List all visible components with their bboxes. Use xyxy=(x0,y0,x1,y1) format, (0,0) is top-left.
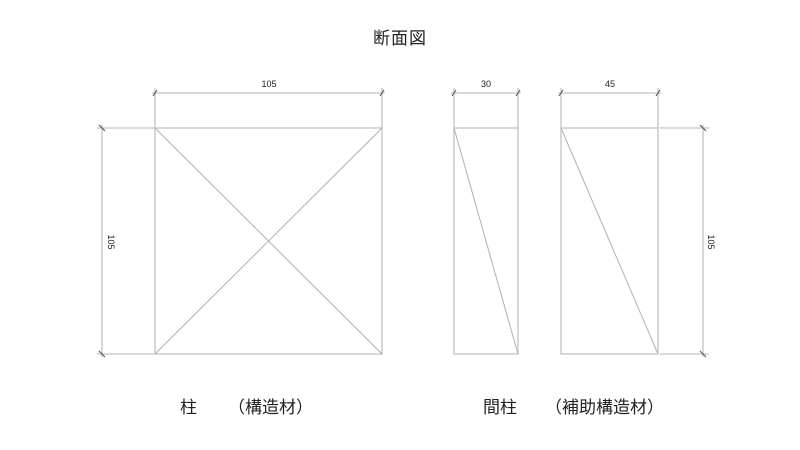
stud-height-dimension xyxy=(660,124,709,358)
main-post-caption-sub: （構造材） xyxy=(228,398,313,418)
main-post-outline xyxy=(154,127,383,355)
drawing-title: 断面図 xyxy=(373,29,427,49)
stud-30-diagonal xyxy=(453,127,519,355)
stud-30-width-dimension xyxy=(451,88,521,128)
main-post-section xyxy=(154,127,383,355)
main-post-width-dimension xyxy=(152,88,385,128)
stud-45-diagonal xyxy=(560,127,659,355)
stud-caption-sub: （補助構造材） xyxy=(545,398,664,418)
stud-height-label: 105 xyxy=(706,234,716,250)
stud-caption: 間柱 xyxy=(483,398,517,418)
stud-30-outline xyxy=(453,127,519,355)
stud-30-section xyxy=(453,127,519,355)
main-post-caption: 柱 xyxy=(180,398,197,418)
main-post-width-label: 105 xyxy=(261,79,277,89)
main-post-height-label: 105 xyxy=(106,234,116,250)
main-post-diagonal-2 xyxy=(154,127,383,355)
main-post-height-dimension xyxy=(97,124,155,358)
stud-45-section xyxy=(560,127,659,355)
stud-45-outline xyxy=(560,127,659,355)
stud-45-width-label: 45 xyxy=(604,79,616,89)
stud-30-width-label: 30 xyxy=(480,79,492,89)
stud-45-width-dimension xyxy=(558,88,661,128)
